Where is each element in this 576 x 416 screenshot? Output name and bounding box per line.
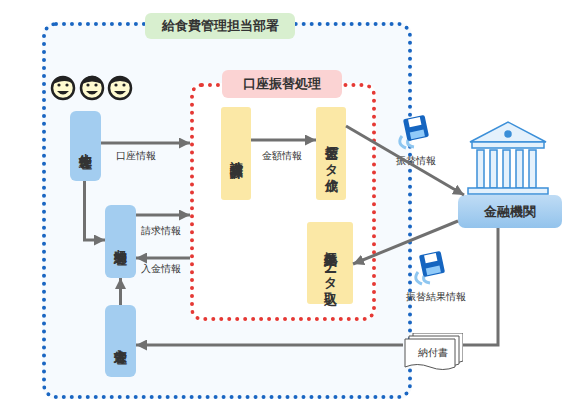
edge-label: 振替情報 <box>396 154 436 168</box>
bank-box: 金融機関 <box>458 195 562 228</box>
node-label: 振替結果 データ取込 <box>323 242 338 284</box>
edge-label: 請求情報 <box>141 224 181 238</box>
node-label: 振替データ作成 <box>324 136 339 171</box>
function-box: 入金管理 <box>105 305 136 377</box>
disk-icon <box>416 251 445 284</box>
node-label: 請求金額計算 <box>229 151 244 157</box>
edge-label: 入金情報 <box>141 262 181 276</box>
process-box: 振替データ作成 <box>316 107 346 200</box>
department-boundary: 生徒管理収納管理入金管理 請求金額計算 振替データ作成振替結果 データ取込 口座振替処… <box>42 22 412 399</box>
flow-arrow <box>463 228 498 345</box>
department-title: 給食費管理担当部署 <box>145 13 295 39</box>
paper-sheet <box>405 339 455 370</box>
node-label: 入金管理 <box>113 339 128 343</box>
edge-label: 口座情報 <box>116 149 156 163</box>
process-box: 請求金額計算 <box>221 107 251 200</box>
node-label: 金融機関 <box>484 203 536 221</box>
node-label: 収納管理 <box>113 240 128 244</box>
edge-label: 金額情報 <box>262 149 302 163</box>
function-box: 生徒管理 <box>70 111 101 181</box>
process-title: 口座振替処理 <box>222 70 342 98</box>
bank-building-icon <box>468 122 548 194</box>
edge-label: 振替結果情報 <box>406 290 466 304</box>
node-label: 納付書 <box>418 346 448 360</box>
process-group: 請求金額計算振替データ作成振替結果 データ取込口座振替処理 <box>190 83 376 321</box>
node-label: 生徒管理 <box>78 144 93 148</box>
document-stack: 納付書 <box>403 333 463 373</box>
process-box: 振替結果 データ取込 <box>307 222 353 304</box>
function-box: 収納管理 <box>105 205 136 278</box>
